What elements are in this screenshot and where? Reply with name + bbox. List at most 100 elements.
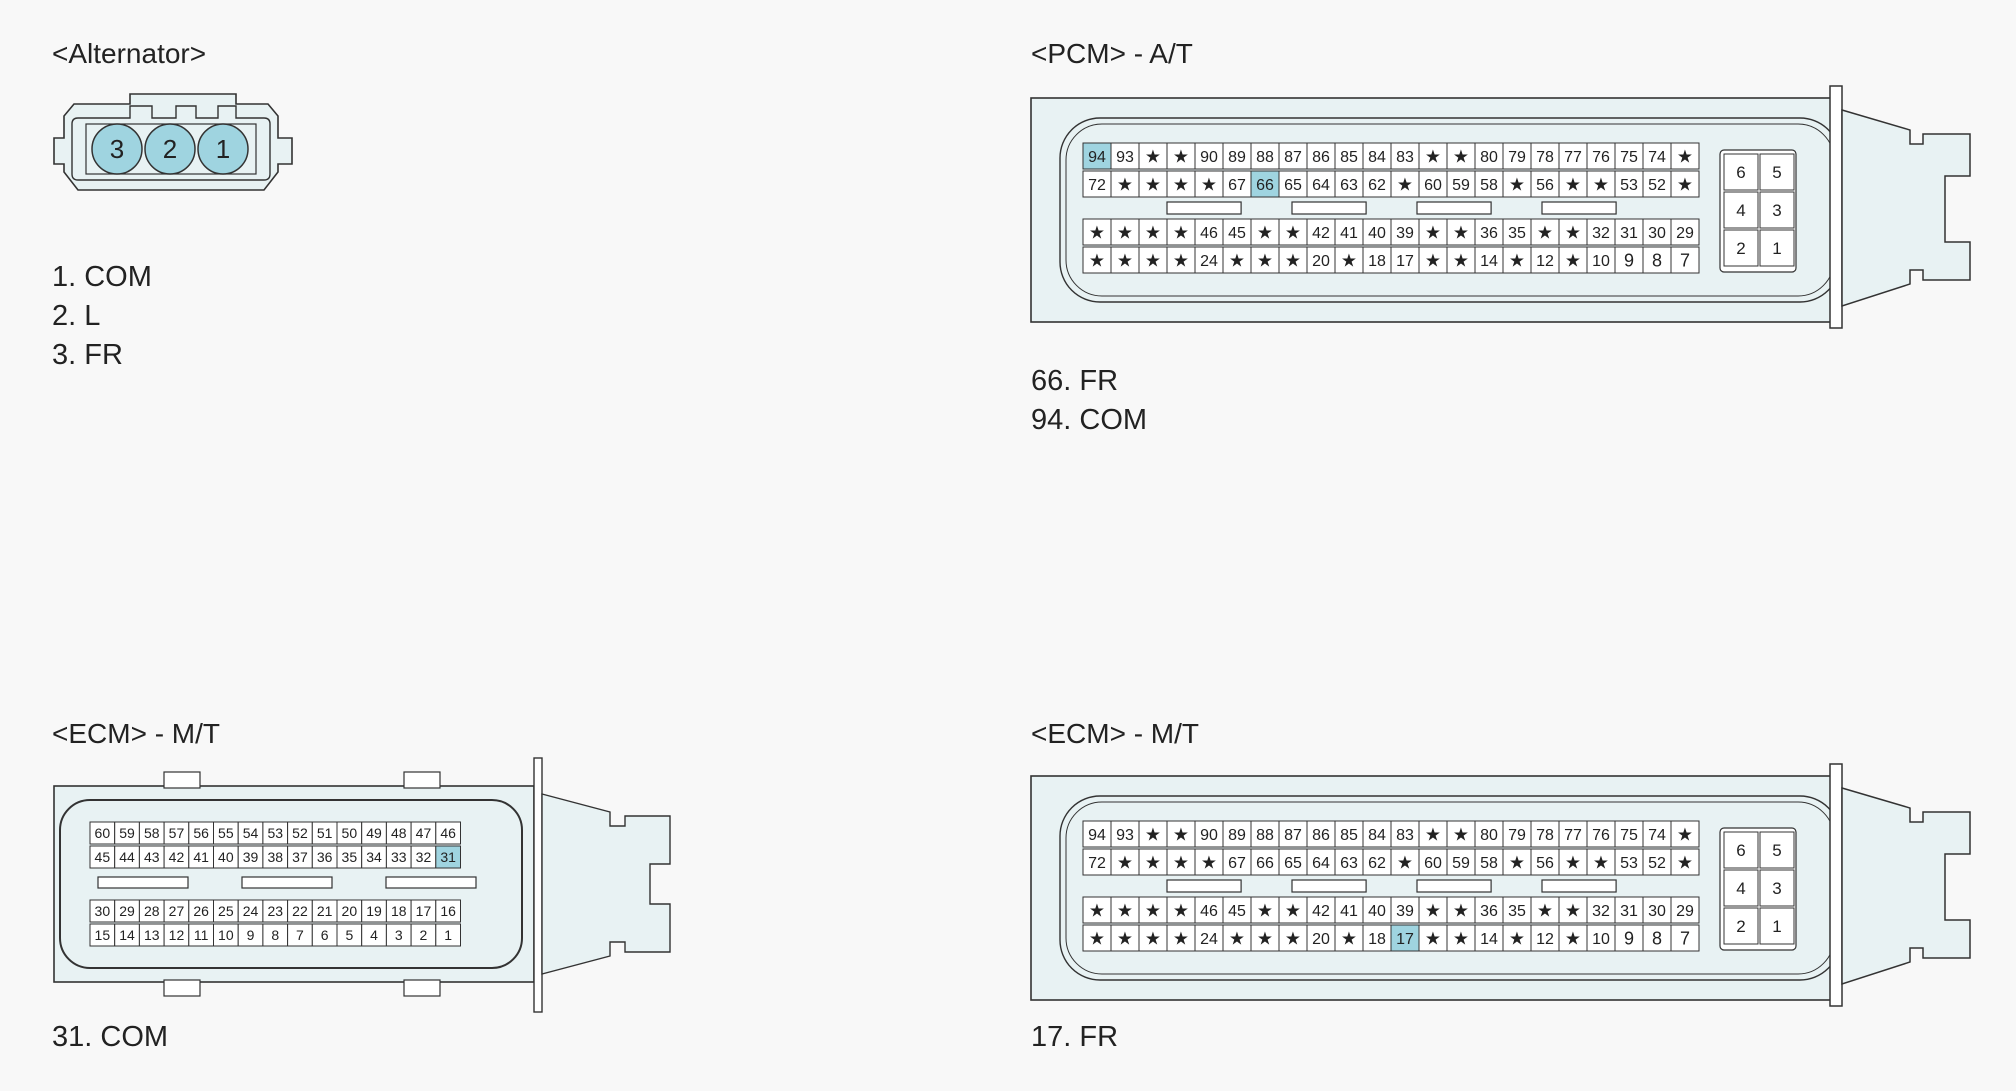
pin-circle [144, 123, 196, 175]
connector-pin: ★ [1558, 170, 1588, 198]
unused-pin-star: ★ [1145, 824, 1161, 844]
pin-number: 63 [1340, 855, 1358, 872]
pin-cell [1194, 142, 1224, 170]
pin-number: 8 [1652, 250, 1662, 270]
connector-pin: ★ [1110, 924, 1140, 952]
pin-number: 37 [292, 849, 308, 865]
connector-pin: 79 [1502, 142, 1532, 170]
connector-pin: 45 [1222, 218, 1252, 246]
unused-pin-star: ★ [1341, 928, 1357, 948]
connector-pin: 18 [385, 899, 412, 923]
pin-number: 56 [1536, 855, 1554, 872]
connector-pin: 55 [213, 821, 239, 845]
connector-pin: 1 [1759, 907, 1795, 945]
ecm-mt-large-pin-label: 17. FR [1031, 1021, 1119, 1053]
pin-number: 9 [1624, 928, 1634, 948]
pin-cell [1306, 246, 1336, 274]
connector-pin: 6 [311, 923, 338, 947]
unused-pin-star: ★ [1145, 146, 1161, 166]
connector-pin: 35 [1502, 896, 1532, 924]
connector-pin: 12 [163, 923, 190, 947]
pin-cell [1166, 924, 1196, 952]
connector-pin: 9 [1614, 246, 1644, 274]
unused-pin-star: ★ [1145, 250, 1161, 270]
pin-number: 1 [216, 134, 230, 164]
connector-pin: 90 [1194, 142, 1224, 170]
unused-pin-star: ★ [1509, 174, 1525, 194]
pin-number: 18 [391, 903, 407, 919]
connector-flange [1829, 85, 1843, 329]
pin-cell [1362, 924, 1392, 952]
unused-pin-star: ★ [1425, 250, 1441, 270]
connector-pin: 12 [1530, 246, 1560, 274]
pin-number: 20 [342, 903, 358, 919]
pcm-at-pin-label: 66. FR [1031, 365, 1119, 397]
pin-number: 90 [1200, 827, 1218, 844]
ecm-mt-large-title: <ECM> - M/T [1031, 718, 1200, 749]
pin-cell [1670, 820, 1700, 848]
unused-pin-star: ★ [1145, 900, 1161, 920]
connector-pin: ★ [1502, 848, 1532, 876]
connector-pin: 32 [1586, 896, 1616, 924]
pin-cell [435, 821, 461, 845]
ecm-mt-small-pin-list: 31. COM [52, 1018, 168, 1057]
connector-pin: 79 [1502, 820, 1532, 848]
alternator-pin-label: 1. COM [52, 261, 152, 293]
pin-number: 3 [395, 927, 403, 943]
pin-number: 43 [144, 849, 160, 865]
connector-pin: 60 [89, 821, 116, 845]
connector-pin: 18 [1362, 924, 1392, 952]
pin-number: 20 [1312, 253, 1330, 270]
connector-pin: 32 [410, 845, 437, 869]
pin-cell [1642, 848, 1672, 876]
unused-pin-star: ★ [1117, 222, 1133, 242]
pin-number: 22 [292, 903, 308, 919]
pin-number: 85 [1340, 149, 1358, 166]
pin-number: 44 [119, 849, 135, 865]
connector-lock [541, 793, 671, 975]
pin-number: 59 [1452, 855, 1470, 872]
connector-latch [403, 979, 441, 997]
connector-pin: 9 [237, 923, 264, 947]
connector-pin: 59 [1446, 848, 1476, 876]
unused-pin-star: ★ [1397, 852, 1413, 872]
pin-cell [1723, 831, 1759, 869]
connector-pin: 43 [138, 845, 165, 869]
pin-cell [1222, 170, 1252, 198]
connector-pin: 86 [1306, 820, 1336, 848]
pin-number: 94 [1088, 827, 1106, 844]
pin-number: 62 [1368, 177, 1386, 194]
pin-cell [1110, 170, 1140, 198]
connector-pin: 12 [1530, 924, 1560, 952]
connector-pin: ★ [1446, 924, 1476, 952]
connector-pin: ★ [1250, 218, 1280, 246]
connector-pin: 35 [336, 845, 363, 869]
pin-cell [1614, 924, 1644, 952]
pin-number: 30 [1648, 225, 1666, 242]
connector-pin: 44 [114, 845, 140, 869]
connector-pin: 5 [1759, 831, 1795, 869]
pin-number: 38 [267, 849, 283, 865]
pin-circle [197, 123, 249, 175]
unused-pin-star: ★ [1397, 174, 1413, 194]
pin-number: 64 [1312, 855, 1330, 872]
connector-pin: 87 [1278, 142, 1308, 170]
pin-cell [1334, 170, 1364, 198]
connector-pin: 64 [1306, 170, 1336, 198]
pin-cell [1110, 218, 1140, 246]
keying-slot [1166, 879, 1242, 893]
pin-cell [1390, 924, 1420, 952]
connector-pin: 26 [188, 899, 215, 923]
pin-cell [1723, 907, 1759, 945]
pin-number: 74 [1648, 827, 1666, 844]
connector-pin: 78 [1530, 142, 1560, 170]
unused-pin-star: ★ [1425, 928, 1441, 948]
connector-pin: 39 [237, 845, 264, 869]
connector-pin: ★ [1418, 246, 1448, 274]
unused-pin-star: ★ [1565, 222, 1581, 242]
pin-cell [1390, 246, 1420, 274]
pin-number: 5 [1772, 163, 1781, 182]
connector-pin: ★ [1530, 218, 1560, 246]
pin-number: 29 [1676, 903, 1694, 920]
